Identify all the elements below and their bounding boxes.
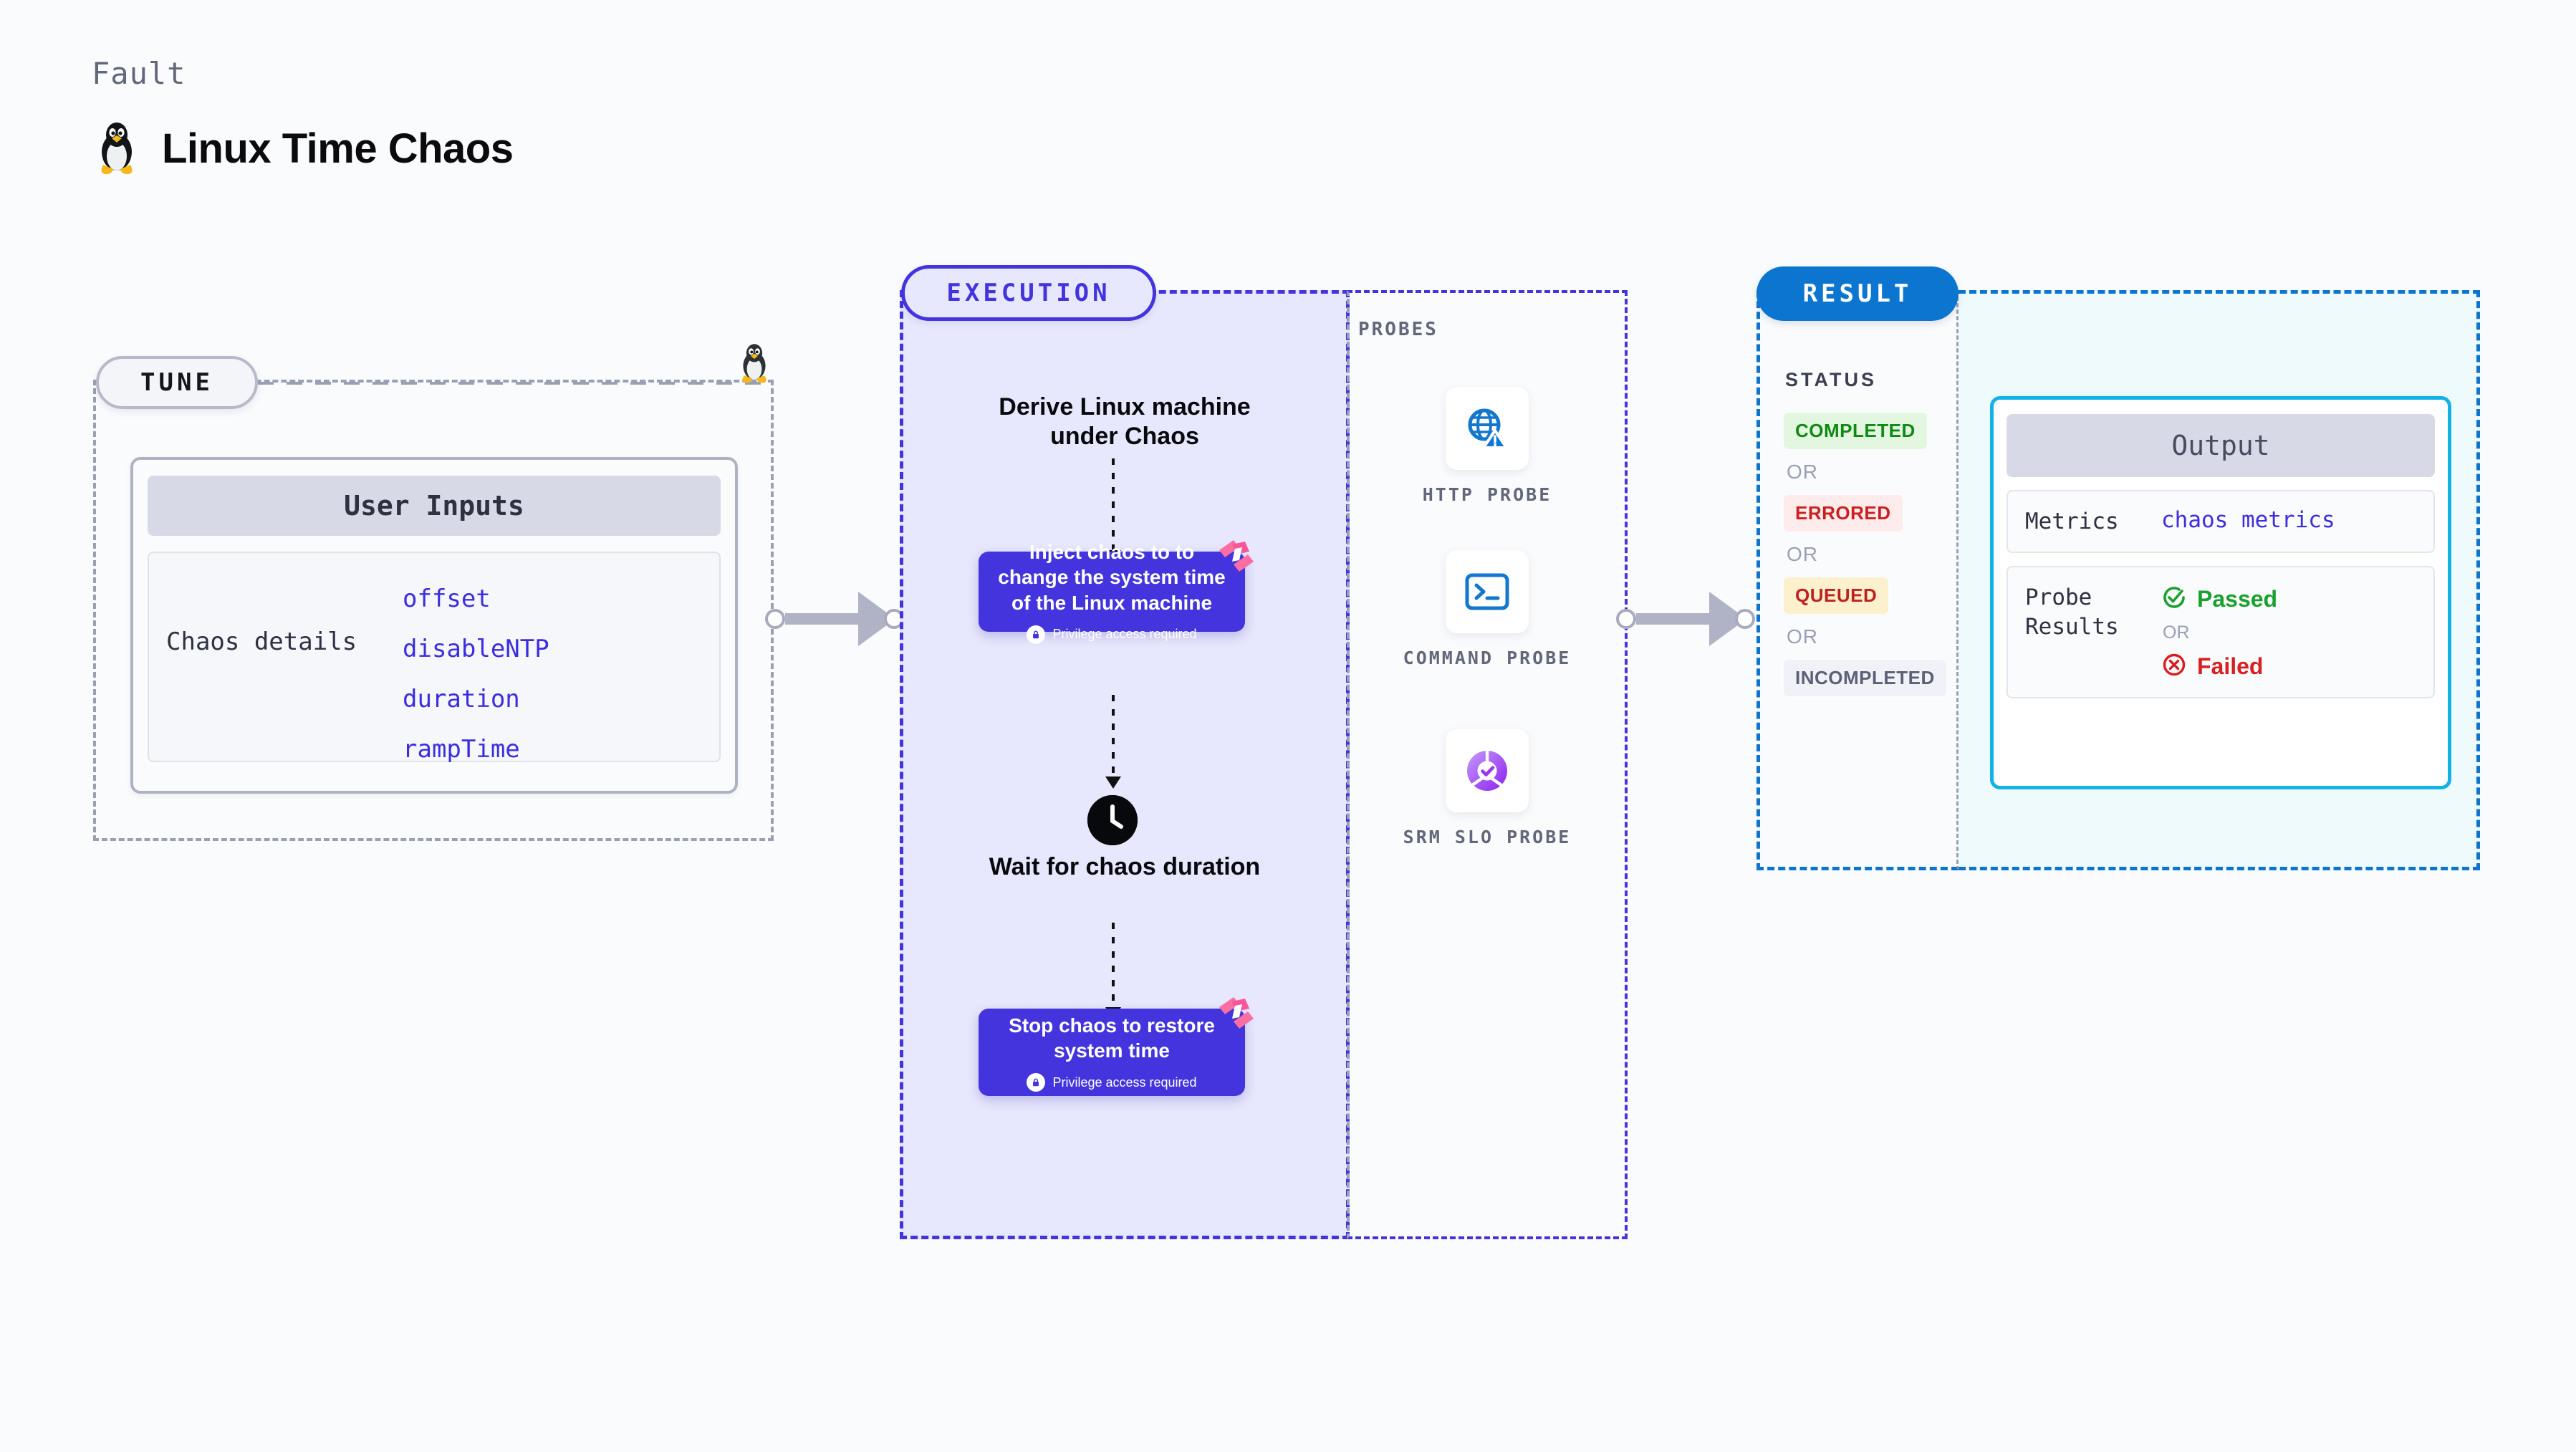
connector-shaft — [1636, 613, 1711, 625]
status-or-3: OR — [1787, 625, 1818, 648]
probe-result-passed: Passed — [2161, 585, 2277, 614]
execution-arrow-3 — [1105, 923, 1121, 1019]
connector-execution-to-result — [1616, 592, 1755, 646]
output-metrics-value[interactable]: chaos metrics — [2161, 507, 2335, 533]
result-section-pill[interactable]: RESULT — [1756, 266, 1959, 321]
connector-start-node — [765, 609, 785, 629]
connector-shaft — [785, 613, 860, 625]
status-badge-queued: QUEUED — [1784, 577, 1889, 614]
output-card: Output Metrics chaos metrics Probe Resul… — [1990, 396, 2451, 789]
status-or-1: OR — [1787, 461, 1818, 483]
execution-section-pill[interactable]: EXECUTION — [901, 265, 1156, 321]
output-title: Output — [2007, 414, 2435, 477]
tune-param-disablentp[interactable]: disableNTP — [403, 635, 549, 663]
linux-target-penguin-icon — [738, 342, 771, 384]
tune-param-ramptime[interactable]: rampTime — [403, 735, 520, 764]
probe-passed-label: Passed — [2197, 586, 2278, 612]
connector-tune-to-execution — [765, 592, 904, 646]
lock-icon — [1027, 625, 1046, 644]
probe-result-or: OR — [2163, 622, 2190, 643]
srm-slo-check-icon — [1446, 729, 1529, 812]
execution-arrow-2 — [1105, 695, 1121, 789]
tune-section-pill[interactable]: TUNE — [96, 356, 258, 409]
stop-chaos-note-text: Privilege access required — [1052, 1074, 1197, 1090]
output-probe-results-row: Probe Results Passed OR — [2007, 566, 2435, 699]
chaos-details-body: Chaos details offset disableNTP duration… — [148, 552, 721, 764]
linux-penguin-icon — [95, 120, 139, 176]
probes-region — [1347, 290, 1628, 1239]
check-circle-icon — [2161, 585, 2187, 614]
globe-warning-icon — [1446, 387, 1529, 470]
harness-logo-icon — [1218, 996, 1255, 1034]
status-or-2: OR — [1787, 543, 1818, 565]
status-badge-list: COMPLETED OR ERRORED OR QUEUED OR INCOMP… — [1784, 413, 1948, 696]
probe-result-failed: Failed — [2161, 652, 2277, 681]
stop-chaos-title: Stop chaos to restore system time — [1009, 1014, 1215, 1062]
status-badge-errored: ERRORED — [1784, 495, 1903, 532]
connector-start-node — [1616, 609, 1636, 629]
probes-section-label: PROBES — [1358, 319, 1438, 340]
inject-chaos-note-text: Privilege access required — [1052, 627, 1197, 642]
execution-stop-chaos-box[interactable]: Stop chaos to restore system time Privil… — [979, 1009, 1245, 1096]
inject-chaos-title: Inject chaos to to change the system tim… — [998, 541, 1226, 614]
page-title: Linux Time Chaos — [162, 125, 514, 172]
probe-item-http[interactable]: HTTP PROBE — [1380, 387, 1595, 507]
connector-end-node — [1735, 609, 1755, 629]
chaos-details-values: offset disableNTP duration rampTime — [403, 567, 549, 764]
status-badge-completed: COMPLETED — [1784, 413, 1927, 449]
probe-item-srm-slo[interactable]: SRM SLO PROBE — [1380, 729, 1595, 850]
tune-param-offset[interactable]: offset — [403, 585, 491, 613]
output-probe-results-key: Probe Results — [2025, 585, 2119, 640]
probe-label-http: HTTP PROBE — [1422, 484, 1552, 505]
probe-item-command[interactable]: COMMAND PROBE — [1380, 550, 1595, 670]
probe-failed-label: Failed — [2197, 653, 2264, 680]
execution-step-derive-title: Derive Linux machine under Chaos — [999, 393, 1251, 451]
execution-step-wait-title: Wait for chaos duration — [989, 853, 1261, 880]
terminal-icon — [1446, 550, 1529, 633]
execution-arrow-1 — [1105, 458, 1121, 562]
tune-param-duration[interactable]: duration — [403, 685, 520, 713]
inject-chaos-privilege-note: Privilege access required — [1027, 625, 1197, 644]
output-metrics-row: Metrics chaos metrics — [2007, 490, 2435, 554]
lock-icon — [1027, 1073, 1046, 1092]
clock-icon — [1087, 795, 1138, 845]
output-metrics-key: Metrics — [2025, 509, 2119, 534]
fault-kicker-label: Fault — [92, 56, 186, 91]
status-badge-incompleted: INCOMPLETED — [1784, 660, 1946, 696]
execution-inject-chaos-box[interactable]: Inject chaos to to change the system tim… — [979, 541, 1245, 644]
stop-chaos-privilege-note: Privilege access required — [1027, 1073, 1197, 1092]
tune-to-target-link — [258, 382, 768, 385]
status-label: STATUS — [1785, 369, 1877, 390]
user-inputs-card: User Inputs Chaos details offset disable… — [130, 457, 738, 794]
x-circle-icon — [2161, 652, 2187, 681]
chaos-details-key: Chaos details — [166, 628, 357, 656]
user-inputs-title: User Inputs — [148, 476, 721, 536]
page-title-row: Linux Time Chaos — [95, 120, 514, 176]
harness-logo-icon — [1218, 539, 1255, 577]
probe-label-srm-slo: SRM SLO PROBE — [1403, 827, 1572, 847]
output-probe-results-values: Passed OR Failed — [2161, 583, 2277, 681]
probe-label-command: COMMAND PROBE — [1403, 648, 1572, 668]
